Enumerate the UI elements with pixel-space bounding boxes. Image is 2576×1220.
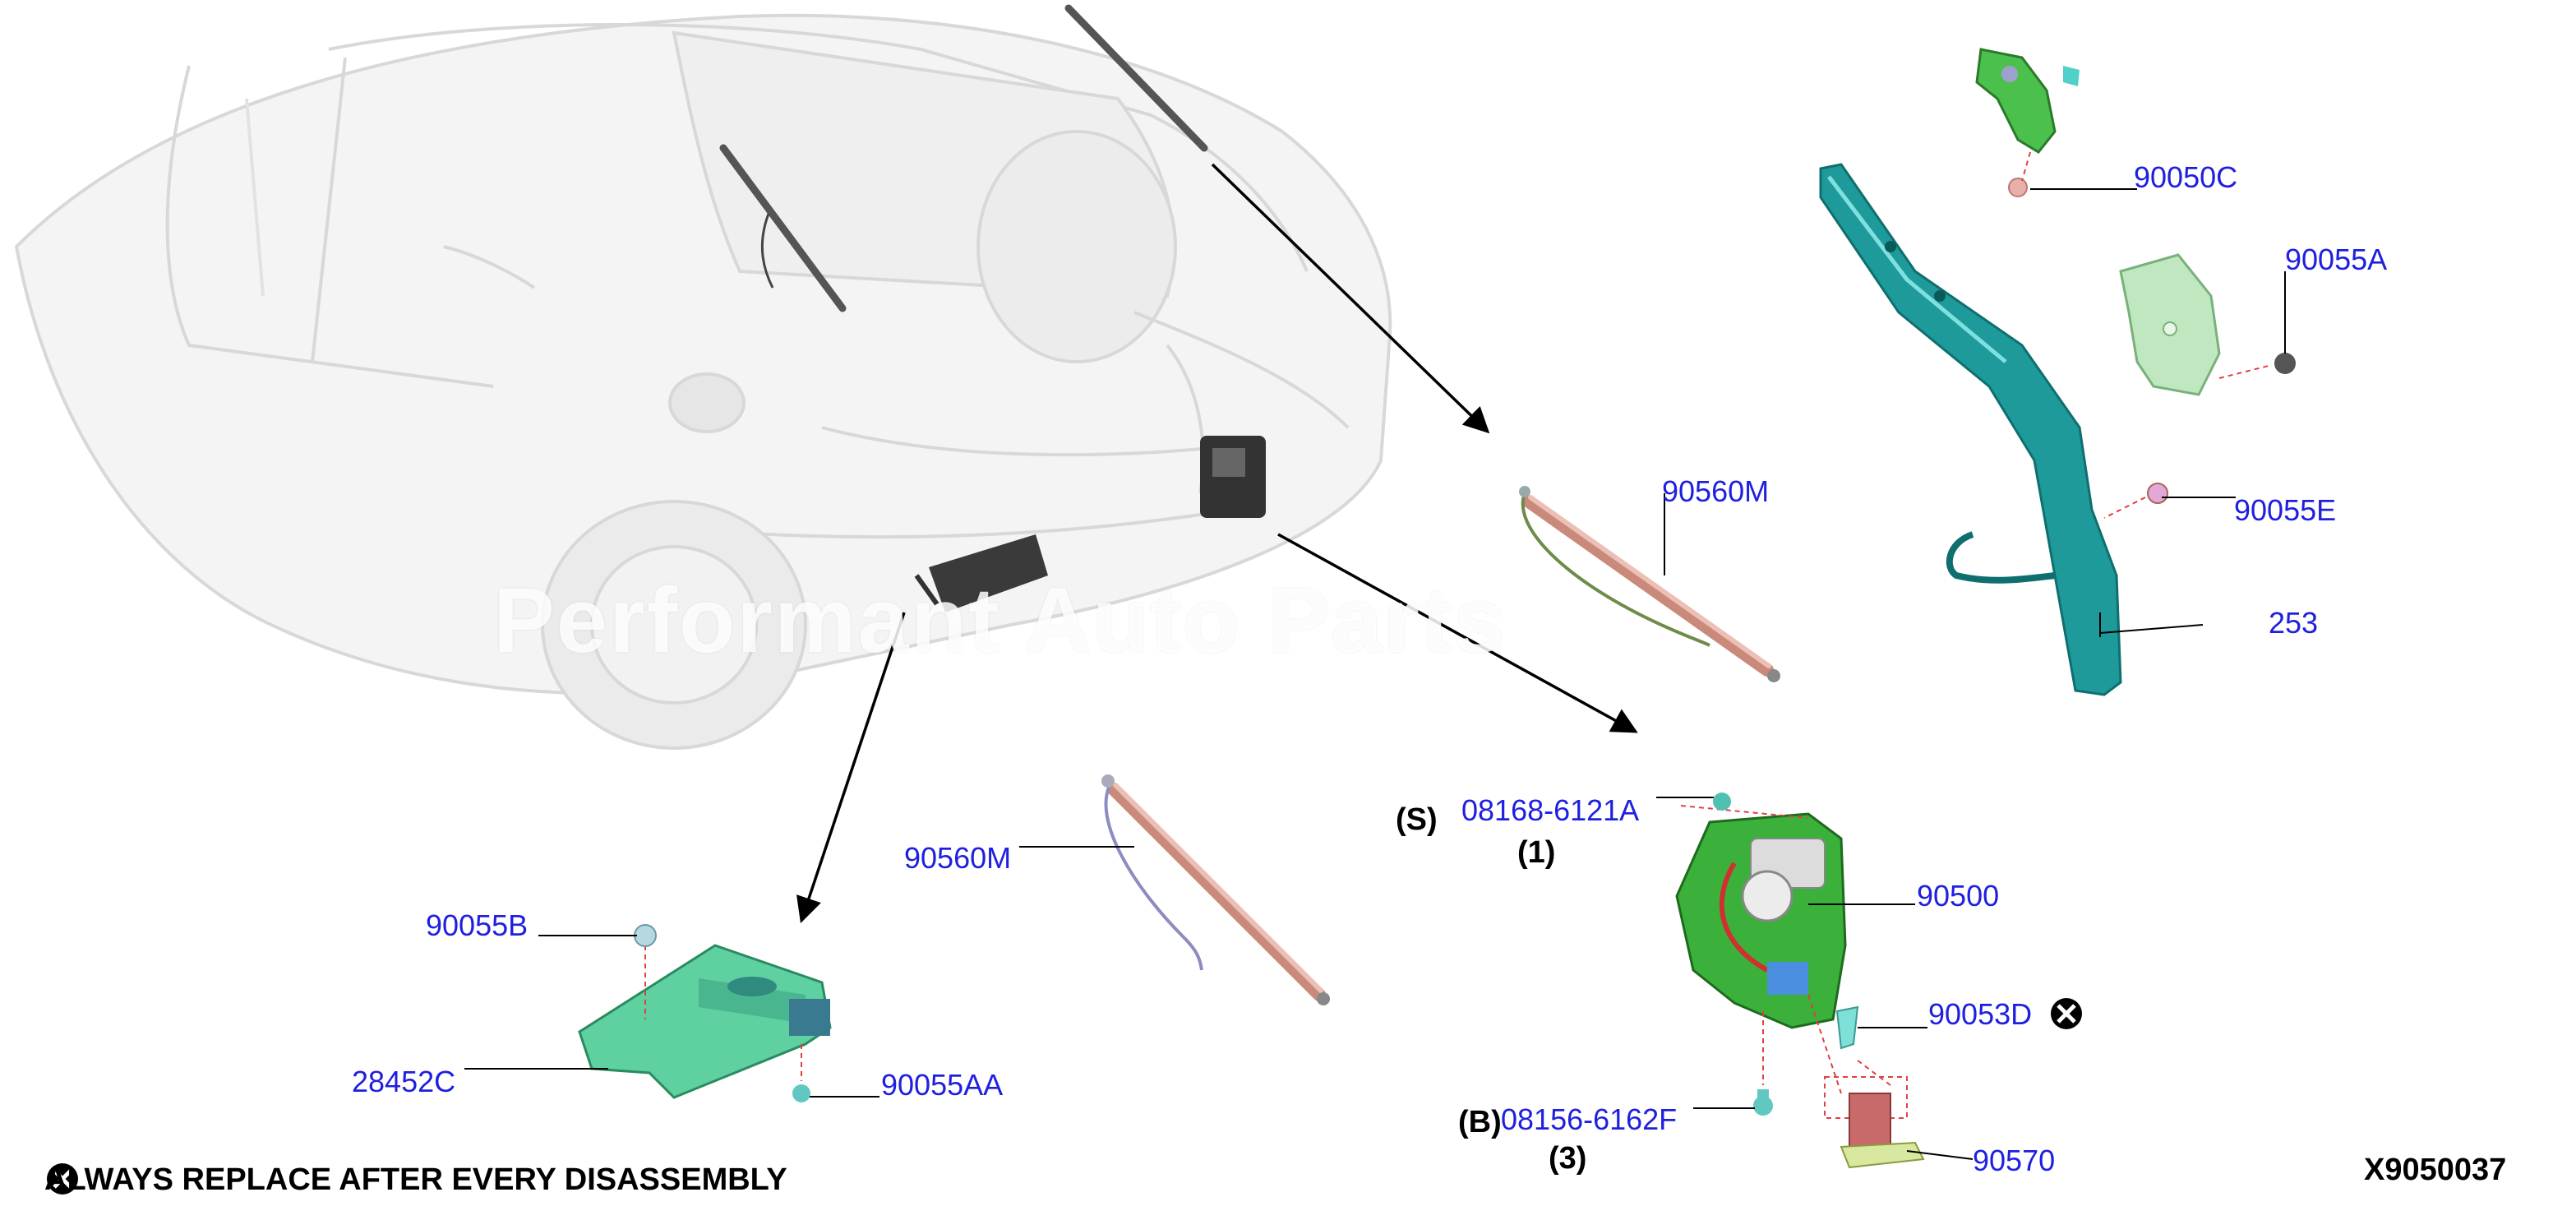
callout-253[interactable]: 253 [2269, 606, 2319, 640]
vehicle-control-module [914, 534, 1048, 612]
callout-90055E[interactable]: 90055E [2234, 493, 2337, 527]
mount-plate-lightgreen [2119, 253, 2296, 396]
watermark: Performant Auto Parts [493, 569, 1507, 672]
callout-90560M-upper[interactable]: 90560M [1662, 474, 1770, 508]
callout-28452C[interactable]: 28452C [352, 1065, 456, 1098]
qualifier-quantity-3: (3) [1549, 1141, 1587, 1176]
clip-90053D [1835, 1005, 1859, 1050]
qualifier-s: (S) [1396, 802, 1438, 837]
x-circle-icon [47, 1163, 78, 1195]
closer-motor-assembly [1675, 793, 1847, 1029]
vehicle-rear-view [14, 13, 1392, 750]
qualifier-quantity-1: (1) [1517, 835, 1556, 870]
callout-90053D[interactable]: 90053D [1928, 997, 2033, 1031]
control-module-28452C [578, 924, 832, 1102]
bolt-08156 [1753, 1011, 1773, 1116]
callout-90055A[interactable]: 90055A [2285, 243, 2388, 276]
diagram-id: X9050037 [2364, 1153, 2507, 1187]
callout-90055B[interactable]: 90055B [426, 908, 529, 942]
leader-lines [464, 188, 2236, 1160]
striker-90570 [1807, 994, 1925, 1169]
vehicle-latch-unit [1200, 436, 1266, 518]
replace-note: ALWAYS REPLACE AFTER EVERY DISASSEMBLY [44, 1162, 787, 1197]
callout-90570[interactable]: 90570 [1973, 1144, 2056, 1177]
callout-90560M-lower[interactable]: 90560M [904, 841, 1012, 875]
qualifier-b: (B) [1458, 1105, 1502, 1139]
pointer-arrows [796, 163, 1638, 923]
gas-strut-upper [1519, 486, 1780, 682]
callout-08168-6121A[interactable]: 08168-6121A [1461, 793, 1640, 827]
gas-strut-lower [1101, 774, 1330, 1005]
callout-90500[interactable]: 90500 [1917, 879, 2000, 913]
hinge-bracket-green [1975, 48, 2080, 197]
vehicle-strut-right [1064, 4, 1208, 152]
callout-90055AA[interactable]: 90055AA [881, 1068, 1004, 1102]
pillar-bracket [1819, 163, 2122, 696]
vehicle-strut-left [719, 144, 847, 312]
x-circle-icon [2051, 998, 2082, 1029]
callout-08156-6162F[interactable]: 08156-6162F [1501, 1102, 1678, 1136]
callout-90050C[interactable]: 90050C [2134, 160, 2238, 194]
bolt-90055E [2103, 483, 2168, 519]
